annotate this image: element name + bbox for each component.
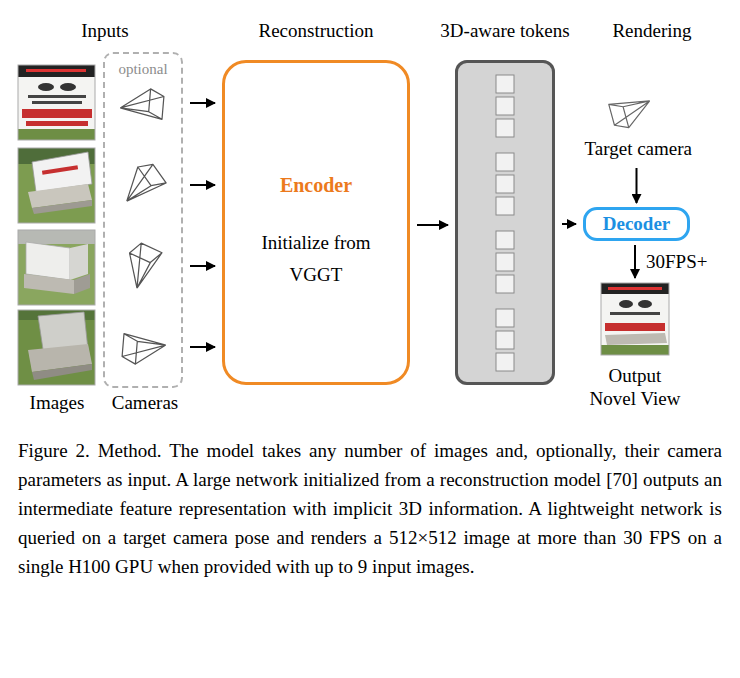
decoder-title: Decoder xyxy=(603,213,671,235)
target-camera: Target camera xyxy=(576,80,700,164)
flow-arrow xyxy=(190,184,215,186)
input-photo xyxy=(18,148,95,223)
optional-group: optional xyxy=(103,52,183,388)
output-photo xyxy=(605,323,665,331)
input-photo xyxy=(18,310,95,385)
token-panel xyxy=(455,60,555,385)
output-photo xyxy=(610,312,660,315)
optional-tag: optional xyxy=(118,60,167,78)
output-photo xyxy=(601,283,669,355)
input-photo xyxy=(60,83,76,91)
input-photo xyxy=(18,310,95,385)
token-square xyxy=(496,97,514,115)
output-photo xyxy=(601,283,669,355)
input-photo xyxy=(74,274,90,294)
camera-icon xyxy=(607,91,656,132)
token-square xyxy=(496,353,514,371)
output-photo xyxy=(605,333,667,345)
input-photo xyxy=(26,69,86,72)
camera-icon xyxy=(115,89,168,364)
camera-icon xyxy=(122,334,166,364)
input-photo xyxy=(18,230,95,305)
input-photo xyxy=(18,230,95,305)
token-square xyxy=(496,153,514,171)
column-heading: Rendering xyxy=(612,20,691,42)
input-photo xyxy=(18,310,95,385)
flow-arrow xyxy=(190,346,215,348)
input-photo xyxy=(22,109,92,118)
input-photo xyxy=(70,244,88,280)
token-square xyxy=(496,175,514,193)
token-square xyxy=(496,309,514,327)
input-photo xyxy=(42,165,78,175)
input-photo xyxy=(18,148,95,223)
input-photo xyxy=(18,230,95,305)
input-photo xyxy=(18,65,95,140)
camera-icon xyxy=(120,89,164,119)
token-column: 3D-aware tokens xyxy=(455,60,555,385)
flow-arrow xyxy=(190,102,215,104)
token-square xyxy=(496,231,514,249)
token-square xyxy=(496,75,514,93)
column-heading: Reconstruction xyxy=(258,20,373,42)
encoder-box: EncoderInitialize from VGGT xyxy=(222,60,410,385)
output-photo xyxy=(601,345,669,355)
encoder-note: Initialize from VGGT xyxy=(241,227,391,291)
input-photo xyxy=(18,65,95,77)
token-square xyxy=(496,253,514,271)
input-photo xyxy=(18,129,95,140)
token-square xyxy=(496,75,514,371)
flow-arrow xyxy=(634,245,636,278)
camera-caption: Target camera xyxy=(585,138,693,160)
input-photo xyxy=(18,148,95,223)
edge-label: 30FPS+ xyxy=(644,251,709,273)
input-photo xyxy=(28,95,86,98)
decoder-box: Decoder xyxy=(583,207,690,241)
input-photo xyxy=(18,65,95,140)
input-photo xyxy=(38,83,54,91)
input-photo xyxy=(18,65,95,140)
token-square xyxy=(496,119,514,137)
input-photo xyxy=(18,230,95,244)
input-photo xyxy=(24,274,74,294)
token-square xyxy=(496,197,514,215)
camera-icon xyxy=(119,241,163,292)
output-photo xyxy=(601,283,669,355)
output-photo xyxy=(638,300,652,308)
column-heading: Images xyxy=(30,392,85,414)
output-photo xyxy=(619,300,633,308)
figure-caption: Figure 2. Method. The model takes any nu… xyxy=(18,436,722,581)
flow-arrow xyxy=(562,223,576,225)
encoder-title: Encoder xyxy=(280,173,352,197)
token-square xyxy=(496,331,514,349)
flow-arrow xyxy=(190,265,215,267)
flow-arrow xyxy=(417,224,448,226)
output-view: Output Novel View xyxy=(579,282,691,414)
input-photo xyxy=(26,242,70,280)
output-caption: Output Novel View xyxy=(587,364,683,410)
input-photo xyxy=(26,121,88,126)
camera-icon xyxy=(115,158,168,209)
output-photo xyxy=(601,283,669,294)
column-heading: Inputs xyxy=(81,20,129,42)
column-heading: 3D-aware tokens xyxy=(440,20,569,42)
flow-arrow xyxy=(636,168,638,203)
output-photo xyxy=(608,287,662,290)
input-photo xyxy=(32,101,82,104)
token-square xyxy=(496,275,514,293)
input-photo xyxy=(32,200,92,214)
column-heading: Cameras xyxy=(112,392,178,414)
input-photo xyxy=(32,364,92,380)
